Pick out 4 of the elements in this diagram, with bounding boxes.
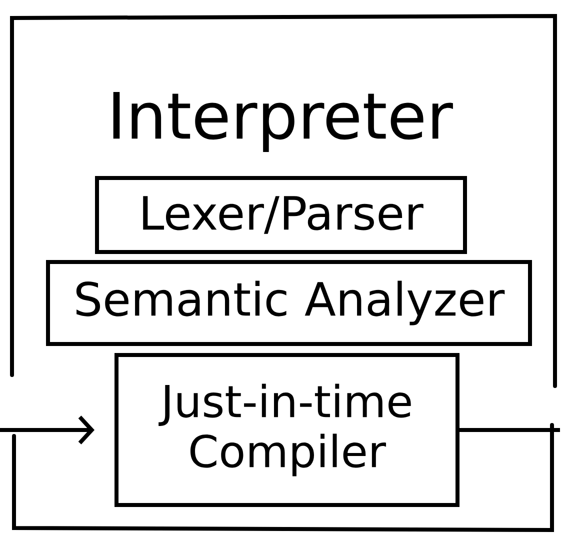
arrow [0,416,94,444]
component-box: Just-in-time Compiler [114,352,460,507]
component-box: Semantic Analyzer [46,260,532,346]
component-box: Lexer/Parser [95,176,467,254]
